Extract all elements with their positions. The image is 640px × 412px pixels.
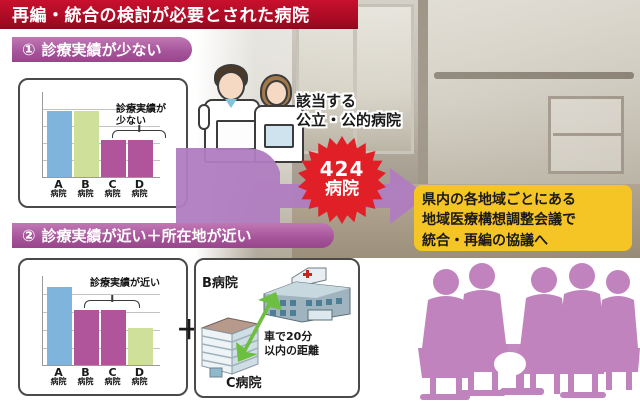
starburst-number: 424	[319, 156, 365, 181]
meeting-silhouette-icon	[418, 263, 640, 400]
chart-2-annotation: 診療実績が近い	[90, 278, 160, 290]
result-line-2: 地域医療構想調整会議で	[422, 212, 576, 229]
distance-arrow	[236, 292, 282, 362]
starburst-badge: 424 病院	[298, 136, 386, 224]
result-line-3: 統合・再編の協議へ	[422, 232, 548, 249]
bar-a	[47, 286, 72, 365]
photo-callout-line-2: 公立・公的病院	[296, 110, 402, 129]
chart-1-plot	[42, 92, 160, 178]
bar-b	[74, 110, 99, 177]
doctor-raised-arm	[198, 104, 210, 130]
hospital-building-icon	[263, 267, 351, 323]
photo-callout-text: 該当する 公立・公的病院	[296, 92, 401, 130]
axis-label-d: D 病院	[127, 179, 152, 198]
axis-letter: B	[81, 366, 90, 379]
chart-2-plot	[42, 276, 160, 366]
result-line-1: 県内の各地域ごとにある	[422, 192, 576, 208]
axis-suffix: 病院	[104, 377, 121, 386]
bar-c	[101, 309, 126, 365]
page-title: 再編・統合の検討が必要とされた病院	[12, 6, 310, 26]
axis-label-b: B 病院	[73, 179, 98, 198]
section-header-2: ② 診療実績が近い＋所在地が近い	[12, 223, 334, 248]
distance-line-2: 以内の距離	[264, 343, 319, 357]
chart-2-bars	[44, 276, 160, 365]
gridline	[43, 109, 160, 110]
bar-d	[128, 140, 153, 177]
axis-letter: A	[54, 178, 63, 191]
axis-letter: D	[134, 178, 145, 191]
chart-1-annotation-line-1: 診療実績が	[116, 104, 166, 115]
chart-card-1: 診療実績が 少ない A 病院 B 病院 C 病院 D 病院	[18, 78, 188, 208]
chart-1-annotation-line-2: 少ない	[116, 115, 146, 127]
axis-letter: A	[54, 366, 63, 379]
gridline	[43, 126, 160, 127]
section-1-number: ①	[22, 39, 36, 59]
axis-label-c: C 病院	[100, 367, 125, 386]
chart-1-bars	[44, 92, 160, 177]
chart-2-annotation-line-1: 診療実績が近い	[90, 278, 160, 289]
axis-label-d: D 病院	[127, 367, 152, 386]
section-header-1: ① 診療実績が少ない	[12, 37, 192, 62]
nurse-tablet	[264, 124, 294, 148]
chart-2-brace	[84, 295, 140, 308]
hospital-c-label: C病院	[226, 376, 262, 391]
chart-1-axis-labels: A 病院 B 病院 C 病院 D 病院	[43, 179, 161, 198]
chart-2-axis-labels: A 病院 B 病院 C 病院 D 病院	[43, 367, 161, 386]
axis-letter: B	[81, 178, 90, 191]
starburst-text: 424 病院	[298, 136, 386, 220]
axis-letter: C	[108, 178, 117, 191]
doctor-head	[217, 71, 245, 101]
photo-handrail	[434, 72, 634, 79]
chart-2-brace-tick	[111, 295, 113, 302]
nurse-head	[265, 80, 288, 106]
chart-1-brace-tick	[138, 125, 140, 132]
bar-b	[74, 309, 99, 365]
photo-cart	[548, 96, 624, 174]
axis-label-a: A 病院	[46, 179, 71, 198]
distance-text: 車で20分 以内の距離	[264, 330, 319, 358]
axis-label-a: A 病院	[46, 367, 71, 386]
axis-letter: D	[134, 366, 145, 379]
axis-letter: C	[108, 366, 117, 379]
photo-doorframe	[418, 0, 428, 200]
hospital-b-label: B病院	[202, 276, 238, 291]
axis-suffix: 病院	[104, 189, 121, 198]
chart-1-annotation: 診療実績が 少ない	[116, 104, 166, 127]
doctor-collar	[225, 99, 237, 108]
chart-1-brace	[112, 125, 166, 138]
axis-label-c: C 病院	[100, 179, 125, 198]
merge-arrow	[176, 148, 428, 236]
gridline	[43, 294, 160, 295]
section-2-label: 診療実績が近い＋所在地が近い	[41, 227, 252, 245]
title-bar: 再編・統合の検討が必要とされた病院	[0, 0, 358, 29]
section-1-label: 診療実績が少ない	[41, 41, 162, 59]
starburst-unit: 病院	[325, 178, 359, 199]
bar-c	[101, 140, 126, 177]
section-2-number: ②	[22, 225, 36, 245]
axis-label-b: B 病院	[73, 367, 98, 386]
axis-suffix: 病院	[50, 377, 67, 386]
bar-a	[47, 110, 72, 177]
axis-suffix: 病院	[77, 377, 94, 386]
bar-d	[128, 327, 153, 365]
result-box: 県内の各地域ごとにある 地域医療構想調整会議で 統合・再編の協議へ	[414, 185, 632, 251]
axis-suffix: 病院	[50, 189, 67, 198]
axis-suffix: 病院	[131, 189, 148, 198]
chart-card-2: 診療実績が近い A 病院 B 病院 C 病院 D 病院	[18, 258, 188, 396]
distance-line-1: 車で20分	[264, 330, 313, 343]
axis-suffix: 病院	[77, 189, 94, 198]
photo-window-mullion	[353, 7, 357, 151]
axis-suffix: 病院	[131, 377, 148, 386]
starburst-shape	[298, 136, 386, 224]
photo-callout-line-1: 該当する	[296, 92, 357, 110]
